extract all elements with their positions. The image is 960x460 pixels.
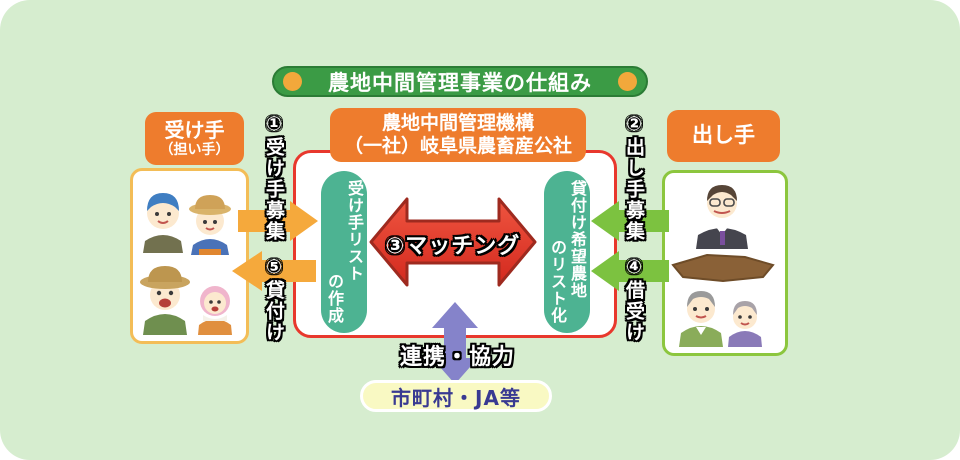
receiver-list-text: 受け手リスト [345,180,364,282]
receiver-box: 受け手 （担い手） [145,112,244,165]
farmers-illustration [130,168,249,344]
organization-box: 農地中間管理機構 （一社）岐阜県農畜産公社 [330,108,586,162]
diagram-title: 農地中間管理事業の仕組み [328,70,592,95]
farmers-icon [140,193,232,335]
banner-dot-icon [283,72,302,91]
municipality-label: 市町村・JA等 [391,385,521,410]
matching-arrow-icon [368,192,538,292]
recruit-providers-label: ②出し手募集 [623,113,645,242]
landowners-icon [671,185,775,347]
matching-label: ③マッチング [385,234,521,259]
receiver-list-pill: 受け手リスト の作成 [321,171,367,333]
municipality-box: 市町村・JA等 [360,380,552,412]
organization-subname: （一社）岐阜県農畜産公社 [343,135,572,157]
cooperation-label: 連携・協力 [399,345,515,370]
recruit-receivers-label: ①受け手募集 [263,113,285,242]
borrow-label: ④借受け [623,256,645,343]
lend-arrow-icon [232,251,316,291]
recruit-providers-arrow-icon [591,201,669,241]
banner-dot-icon [618,72,637,91]
landowners-illustration [662,170,788,356]
receiver-subtitle: （担い手） [159,142,230,159]
provider-box: 出し手 [667,110,780,162]
recruit-receivers-arrow-icon [238,201,318,241]
organization-name: 農地中間管理機構 [381,112,534,135]
farmland-list-text2: のリスト化 [548,239,567,324]
cooperation-arrow-icon [432,302,478,384]
title-banner: 農地中間管理事業の仕組み [272,66,648,97]
provider-title: 出し手 [692,123,755,148]
farmland-list-text: 貸付け希望農地 [568,180,587,299]
receiver-title: 受け手 [164,118,225,143]
lend-label: ⑤貸付け [263,256,285,343]
borrow-arrow-icon [591,251,669,291]
farmland-list-pill: 貸付け希望農地 のリスト化 [544,171,590,333]
receiver-list-text2: の作成 [325,273,344,324]
